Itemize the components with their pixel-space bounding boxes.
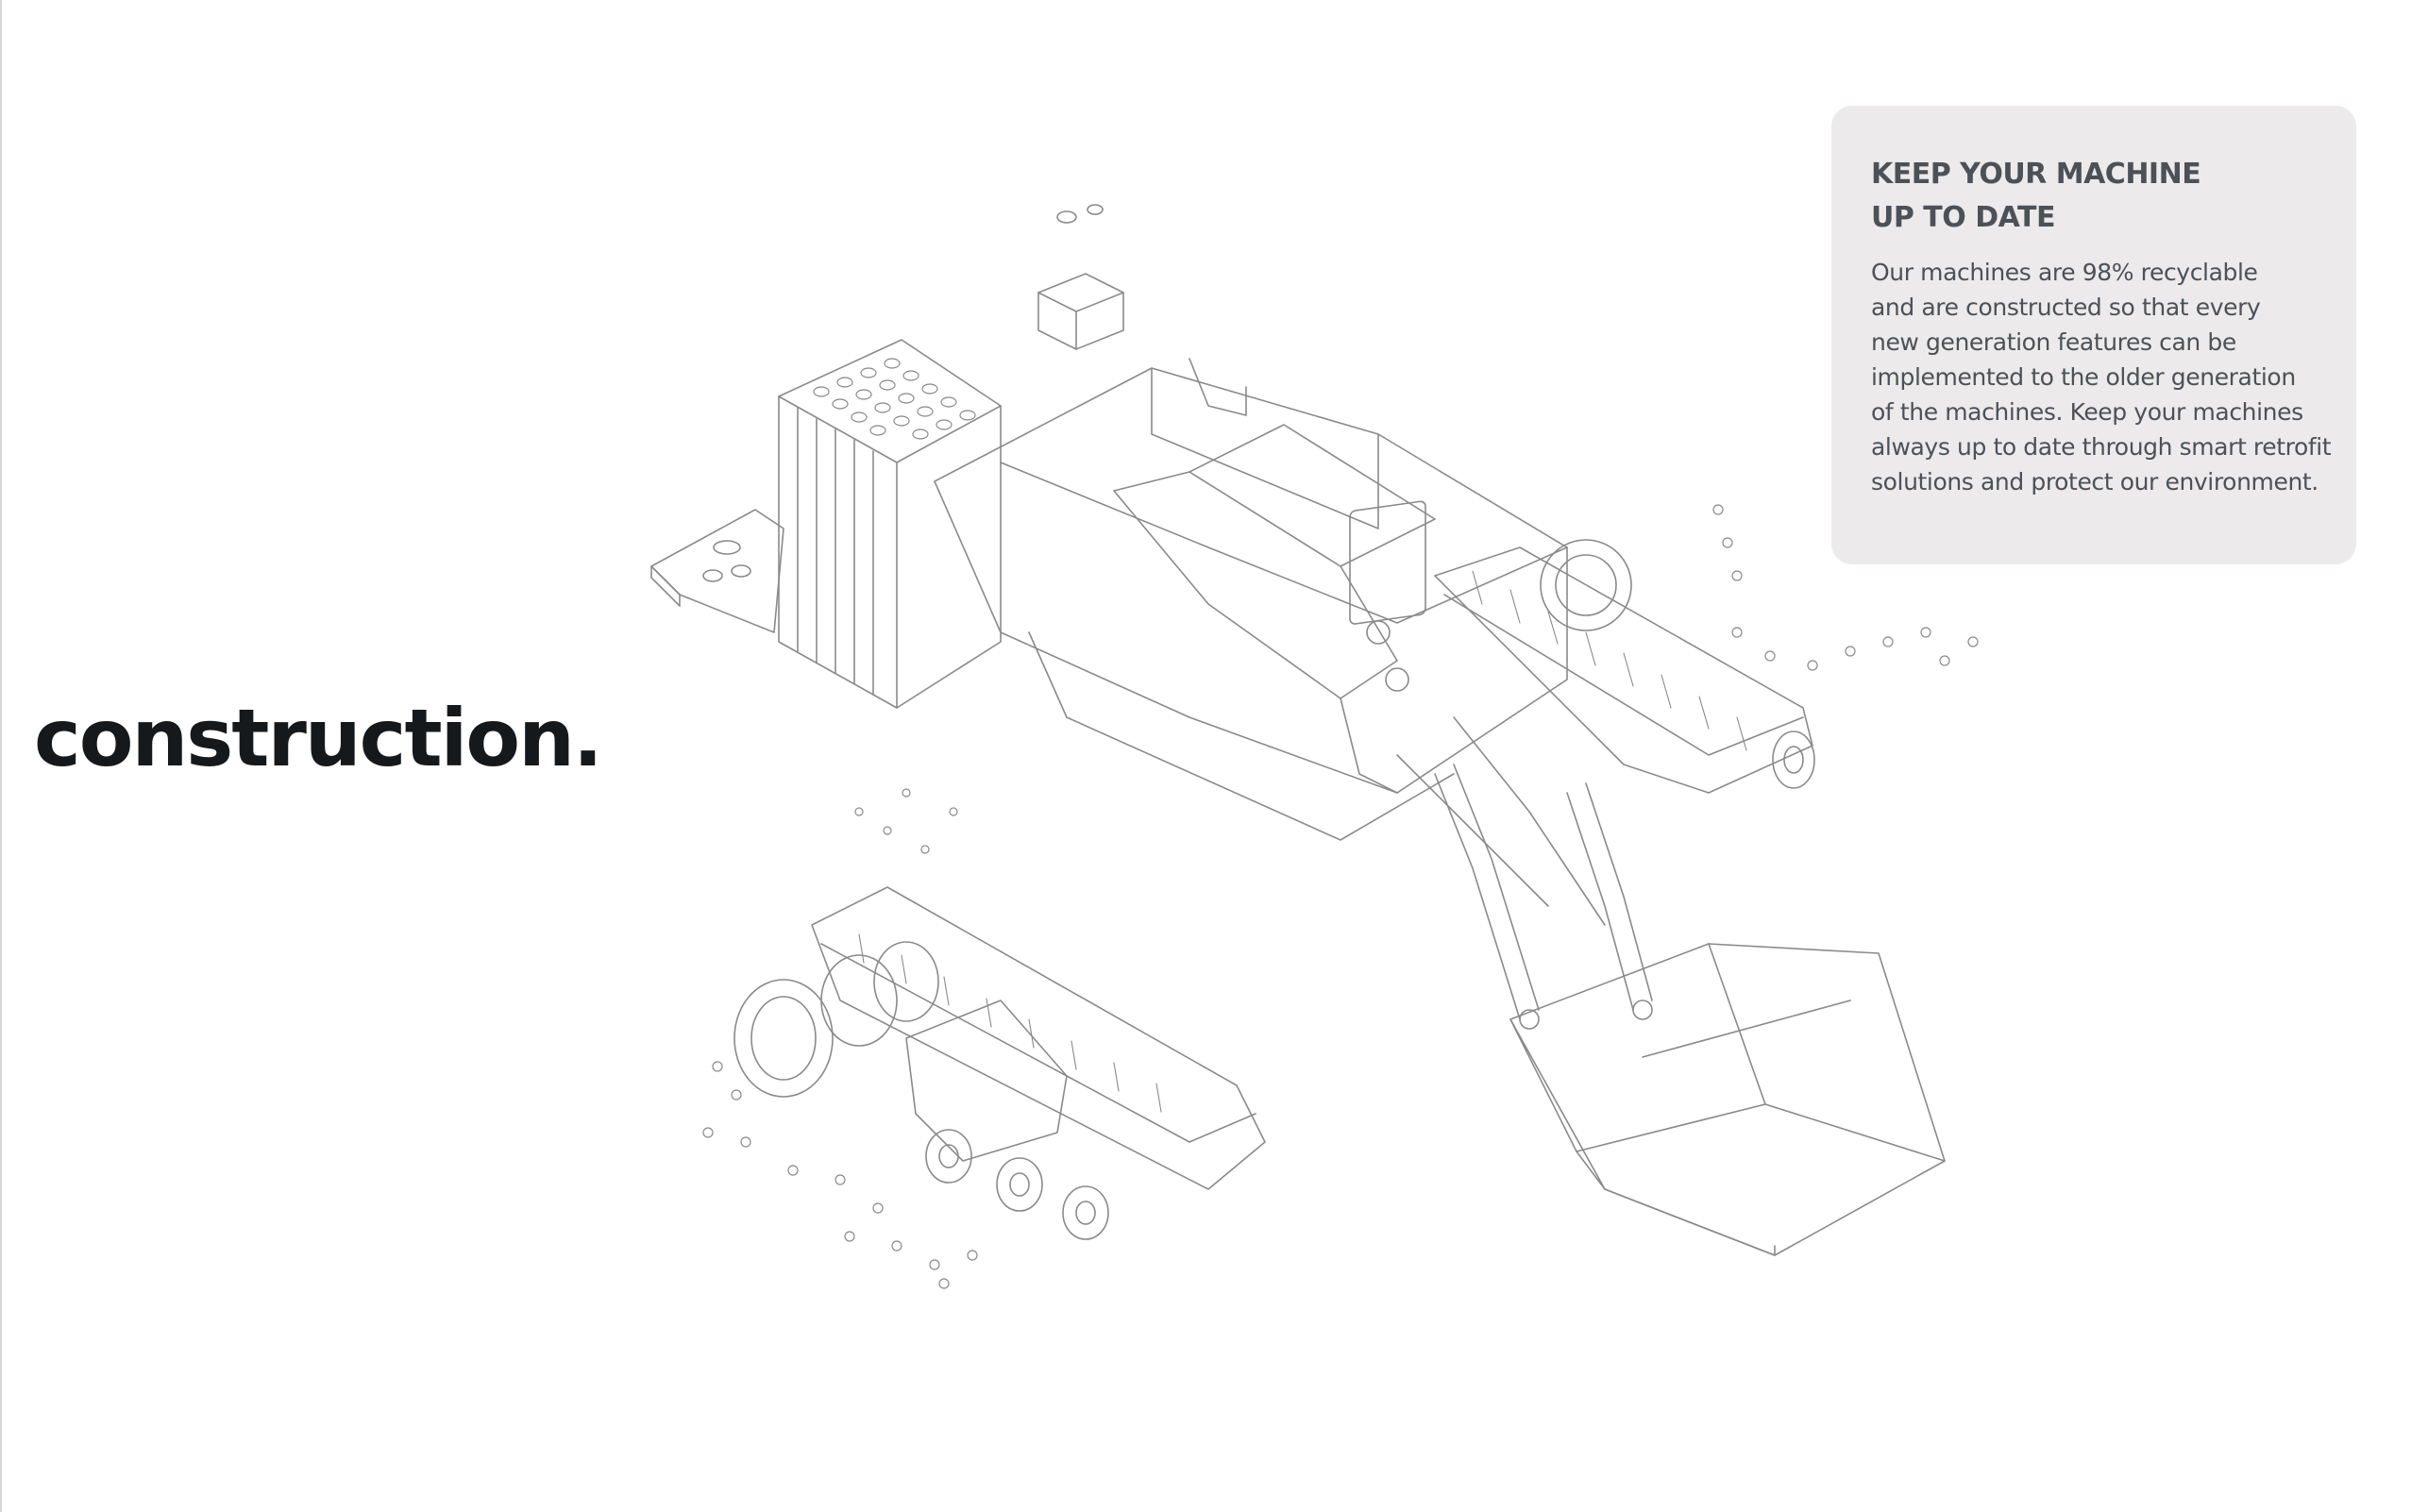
info-card-title-line: KEEP YOUR MACHINE — [1871, 158, 2201, 191]
page-left-border — [0, 0, 2, 1512]
info-card-body-line: implemented to the older generation — [1871, 363, 2296, 391]
info-card-body-line: of the machines. Keep your machines — [1871, 398, 2303, 426]
lift-arm-icon — [1434, 764, 1653, 1030]
info-card-body-line: Our machines are 98% recyclable — [1871, 259, 2258, 286]
controller-unit-icon — [1037, 204, 1124, 350]
left-track-icon — [733, 886, 1266, 1240]
info-card-body-line: always up to date through smart retrofit — [1871, 433, 2332, 461]
info-card-body-line: and are constructed so that every — [1871, 294, 2261, 321]
info-card-body-line: new generation features can be — [1871, 328, 2236, 356]
exploded-machine-illustration — [623, 189, 2001, 1397]
info-card-body-line: solutions and protect our environment. — [1871, 468, 2318, 496]
info-card: KEEP YOUR MACHINE UP TO DATE Our machine… — [1831, 106, 2356, 564]
page-headline: construction. — [34, 692, 603, 784]
battery-pack-icon — [778, 339, 1002, 709]
fastener-set-icon — [702, 504, 1979, 1289]
info-card-title-line: UP TO DATE — [1871, 201, 2055, 234]
rear-plate-icon — [650, 509, 784, 633]
chassis-frame-icon — [934, 358, 1606, 926]
info-card-title: KEEP YOUR MACHINE UP TO DATE — [1871, 153, 2322, 240]
right-track-icon — [1434, 539, 1815, 794]
loader-bucket-icon — [1509, 943, 1946, 1256]
info-card-body: Our machines are 98% recyclable and are … — [1871, 255, 2332, 499]
